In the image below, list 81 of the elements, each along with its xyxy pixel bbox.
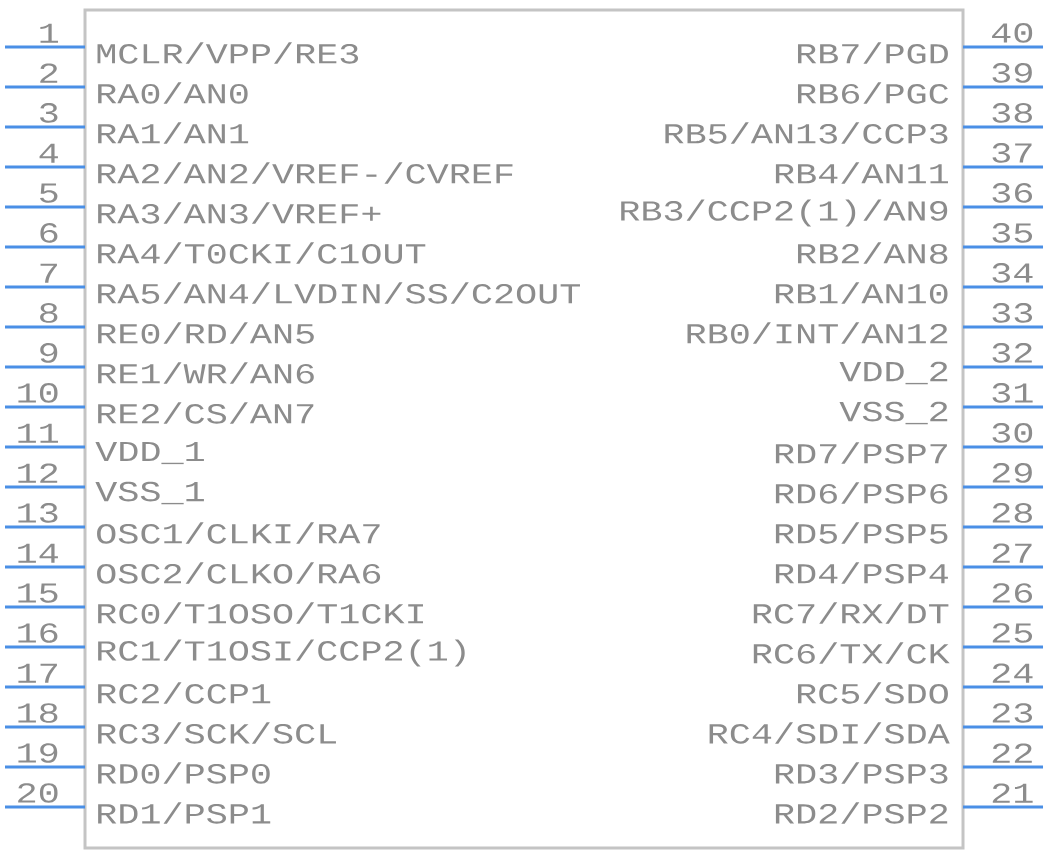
pin-number: 40 [992, 23, 1033, 43]
pin-label: RB0/INT/AN12 [687, 322, 948, 344]
pin-number: 26 [992, 583, 1033, 603]
pin-number: 33 [992, 303, 1033, 323]
pin-label: RB2/AN8 [798, 242, 948, 264]
pin-number: 6 [40, 223, 58, 243]
pin-number: 32 [992, 343, 1032, 363]
pin-label: RA0/AN0 [98, 82, 248, 104]
pin-label: RE1/WR/AN6 [98, 362, 314, 384]
pin-label: RA4/T0CKI/C1OUT [98, 242, 426, 264]
pin-number: 17 [18, 663, 57, 683]
pin-number: 12 [18, 463, 58, 483]
pin-number: 7 [40, 263, 57, 283]
pin-number: 16 [18, 623, 58, 643]
pin-number: 38 [992, 103, 1032, 123]
pin-number: 13 [18, 503, 58, 523]
pin-label: RB6/PGC [798, 82, 949, 104]
pin-label: RE0/RD/AN5 [98, 322, 314, 344]
pin-number: 3 [40, 103, 58, 123]
pin-number: 20 [18, 783, 58, 803]
pin-label: RB5/AN13/CCP3 [665, 122, 948, 144]
pin-number: 27 [992, 543, 1032, 563]
pin-number: 11 [18, 423, 59, 443]
pin-number: 36 [992, 183, 1033, 203]
pin-label: RD2/PSP2 [775, 802, 948, 824]
pin-label: RC7/RX/DT [753, 602, 949, 624]
pin-number: 15 [18, 583, 58, 603]
pin-number: 9 [40, 343, 58, 363]
pin-label: MCLR/VPP/RE3 [97, 42, 359, 64]
pin-label: VSS_1 [95, 481, 204, 505]
pin-label: RC6/TX/CK [753, 642, 950, 664]
pin-label: RA3/AN3/VREF+ [98, 202, 381, 224]
pin-number: 29 [992, 463, 1032, 483]
pin-number: 34 [992, 263, 1033, 283]
pin-label: RC2/CCP1 [98, 682, 271, 704]
pin-label: RC1/T1OSI/CCP2(1) [98, 639, 465, 667]
pin-label: RC4/SDI/SDA [709, 722, 950, 744]
pin-label: OSC2/CLKO/RA6 [97, 562, 381, 584]
pin-label: RA5/AN4/LVDIN/SS/C2OUT [98, 282, 580, 304]
pin-number: 28 [992, 503, 1032, 523]
pin-number: 31 [992, 383, 1033, 403]
pin-label: RE2/CS/AN7 [98, 402, 314, 424]
pin-number: 25 [992, 623, 1033, 643]
pin-number: 8 [40, 303, 58, 323]
pin-number: 19 [18, 743, 58, 763]
pin-number: 24 [992, 663, 1033, 683]
pin-label: RC0/T1OSO/T1CKI [98, 602, 423, 624]
pin-label: RB4/AN11 [775, 162, 948, 184]
pin-number: 14 [18, 543, 58, 563]
pin-number: 35 [992, 223, 1033, 243]
pin-label: RA2/AN2/VREF-/CVREF [98, 162, 513, 184]
pin-number: 10 [18, 383, 58, 403]
pin-label: RB1/AN10 [775, 282, 948, 304]
pin-label: RD5/PSP5 [775, 522, 948, 544]
pin-label: RD4/PSP4 [775, 562, 948, 584]
pin-label: OSC1/CLKI/RA7 [97, 522, 380, 544]
pin-number: 2 [40, 63, 58, 83]
pin-number: 21 [992, 783, 1033, 803]
pin-number: 18 [18, 703, 58, 723]
pin-label: VSS_2 [839, 401, 948, 425]
pin-label: RD0/PSP0 [98, 762, 270, 784]
pin-label: RA1/AN1 [98, 122, 249, 144]
pin-number: 23 [992, 703, 1033, 723]
pin-number: 22 [992, 743, 1032, 763]
pin-label: VDD_2 [839, 361, 948, 385]
pin-number: 1 [40, 23, 59, 43]
pin-label: VDD_1 [95, 441, 204, 465]
pin-label: RD1/PSP1 [98, 802, 271, 824]
pin-number: 37 [992, 143, 1032, 163]
pin-label: RC3/SCK/SCL [98, 722, 336, 744]
pin-label: RB3/CCP2(1)/AN9 [621, 199, 948, 227]
pin-label: RD6/PSP6 [775, 482, 948, 504]
pin-number: 30 [992, 423, 1033, 443]
chip-body [83, 8, 965, 850]
pin-label: RD3/PSP3 [775, 762, 948, 784]
pin-number: 5 [40, 183, 58, 203]
pin-number: 4 [39, 143, 58, 163]
pin-label: RD7/PSP7 [775, 442, 947, 464]
pin-label: RB7/PGD [798, 42, 948, 64]
pin-number: 39 [992, 63, 1032, 83]
pin-label: RC5/SDO [798, 682, 948, 704]
